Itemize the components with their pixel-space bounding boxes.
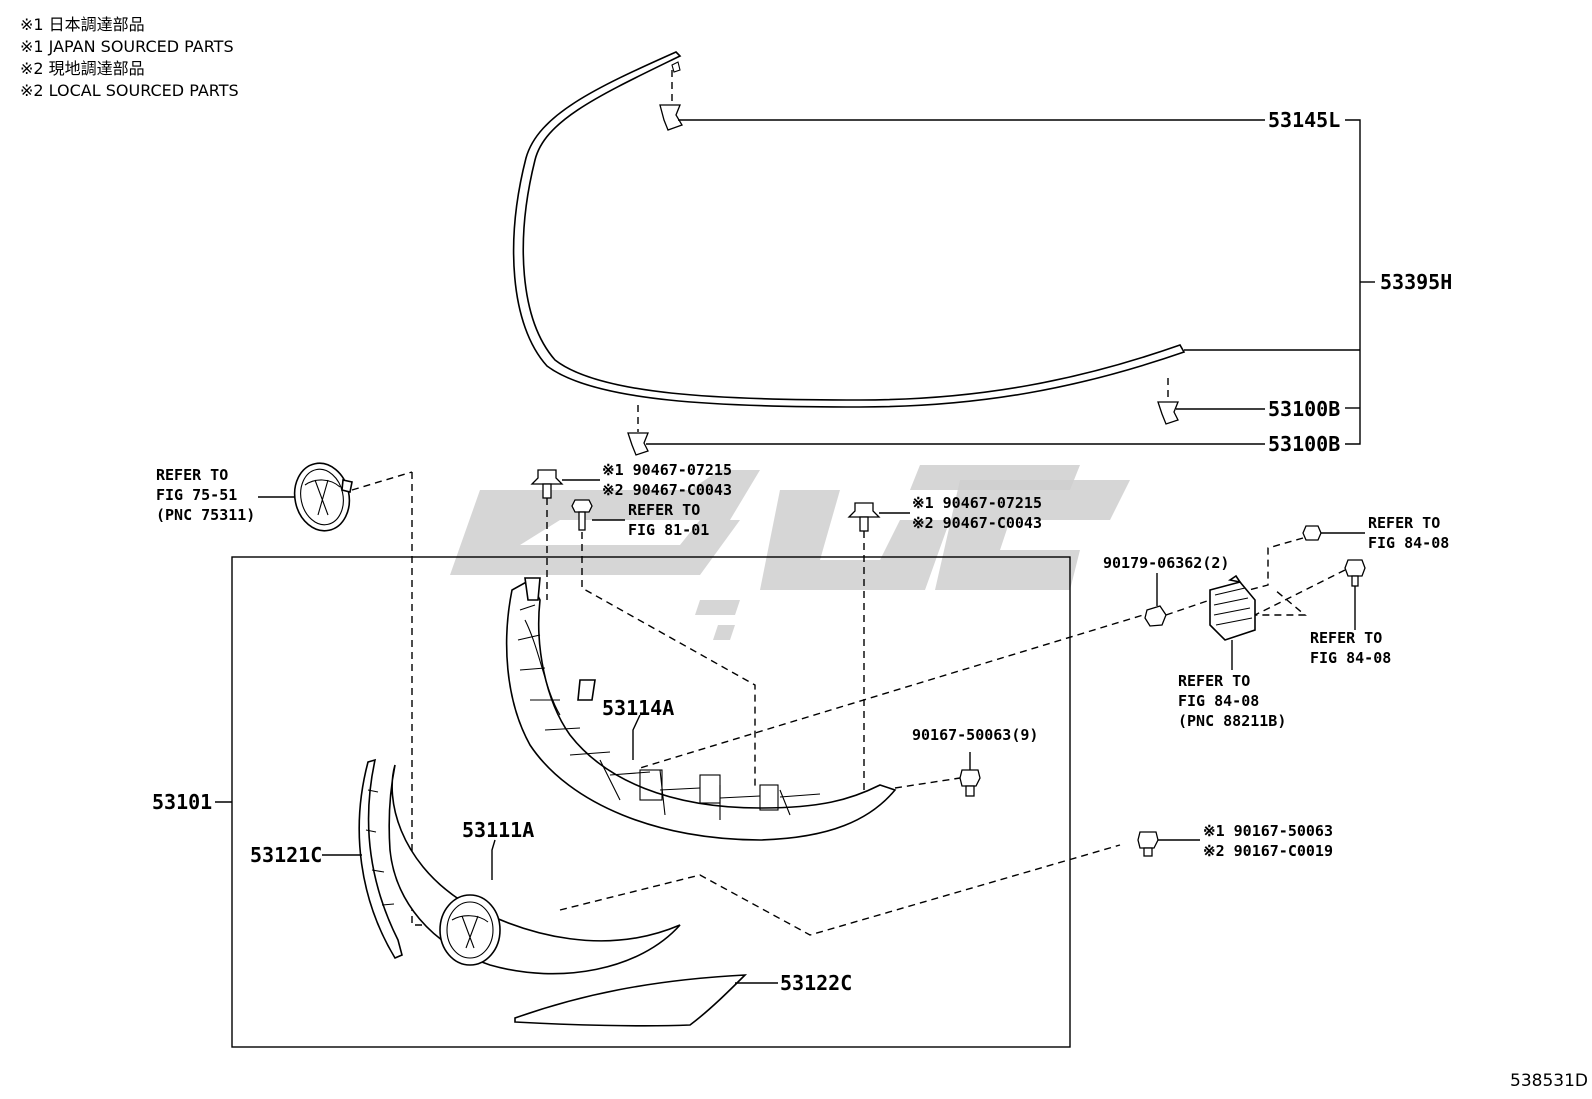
clip-53145L <box>659 70 683 131</box>
figure-id: 538531D <box>1510 1071 1588 1091</box>
label-53145L: 53145L <box>1268 108 1340 132</box>
clip-left-line2: ※2 90467-C0043 <box>602 481 732 499</box>
note-3: ※2 現地調達部品 <box>20 59 145 78</box>
screw-line1: ※1 90167-50063 <box>1203 822 1333 840</box>
clip-right-line1: ※1 90467-07215 <box>912 494 1042 512</box>
ref-sensor-line3: (PNC 88211B) <box>1178 712 1286 730</box>
clip-right-line2: ※2 90467-C0043 <box>912 514 1042 532</box>
ref-emblem-line2: FIG 75-51 <box>156 486 237 504</box>
clip-53100B-right <box>1157 378 1179 425</box>
label-53122C: 53122C <box>780 971 852 995</box>
screw-90167 <box>1137 831 1159 857</box>
label-53395H: 53395H <box>1380 270 1452 294</box>
bolt-fig84-top <box>1302 525 1322 541</box>
clip-90467-left <box>530 469 564 499</box>
label-90179: 90179-06362(2) <box>1103 554 1229 572</box>
side-molding-53121C <box>358 758 403 960</box>
ref-fig84-top-line1: REFER TO <box>1368 514 1440 532</box>
label-53100B-2: 53100B <box>1268 432 1340 456</box>
grille-support-53114A <box>505 577 897 841</box>
ref-sensor-line2: FIG 84-08 <box>1178 692 1259 710</box>
nut-90179 <box>1144 605 1167 627</box>
note-2: ※1 JAPAN SOURCED PARTS <box>20 37 234 56</box>
label-53101: 53101 <box>152 790 212 814</box>
label-53121C: 53121C <box>250 843 322 867</box>
ref-fig84-top-line2: FIG 84-08 <box>1368 534 1449 552</box>
ref-fig81-line1: REFER TO <box>628 501 700 519</box>
ref-emblem-line3: (PNC 75311) <box>156 506 255 524</box>
hood-molding-strip <box>512 51 1186 408</box>
emblem <box>293 462 353 532</box>
ref-emblem-line1: REFER TO <box>156 466 228 484</box>
clip-53100B-left <box>627 405 649 456</box>
ref-fig84-right-line2: FIG 84-08 <box>1310 649 1391 667</box>
note-1: ※1 日本調達部品 <box>20 15 145 34</box>
lower-molding-53122C <box>514 974 748 1027</box>
ref-fig81-line2: FIG 81-01 <box>628 521 709 539</box>
note-4: ※2 LOCAL SOURCED PARTS <box>20 81 239 100</box>
screw-line2: ※2 90167-C0019 <box>1203 842 1333 860</box>
bolt-90167-9 <box>959 769 981 797</box>
label-53100B-1: 53100B <box>1268 397 1340 421</box>
grille-53111A <box>388 764 681 975</box>
label-90167-9: 90167-50063(9) <box>912 726 1038 744</box>
ref-sensor-line1: REFER TO <box>1178 672 1250 690</box>
bolt-fig84-right <box>1344 559 1366 587</box>
label-53111A: 53111A <box>462 818 534 842</box>
bolt-fig81 <box>571 499 593 531</box>
clip-left-line1: ※1 90467-07215 <box>602 461 732 479</box>
radar-sensor <box>1209 574 1256 641</box>
watermark-logo <box>450 465 1130 640</box>
clip-90467-right <box>847 502 881 532</box>
label-53114A: 53114A <box>602 696 674 720</box>
ref-fig84-right-line1: REFER TO <box>1310 629 1382 647</box>
